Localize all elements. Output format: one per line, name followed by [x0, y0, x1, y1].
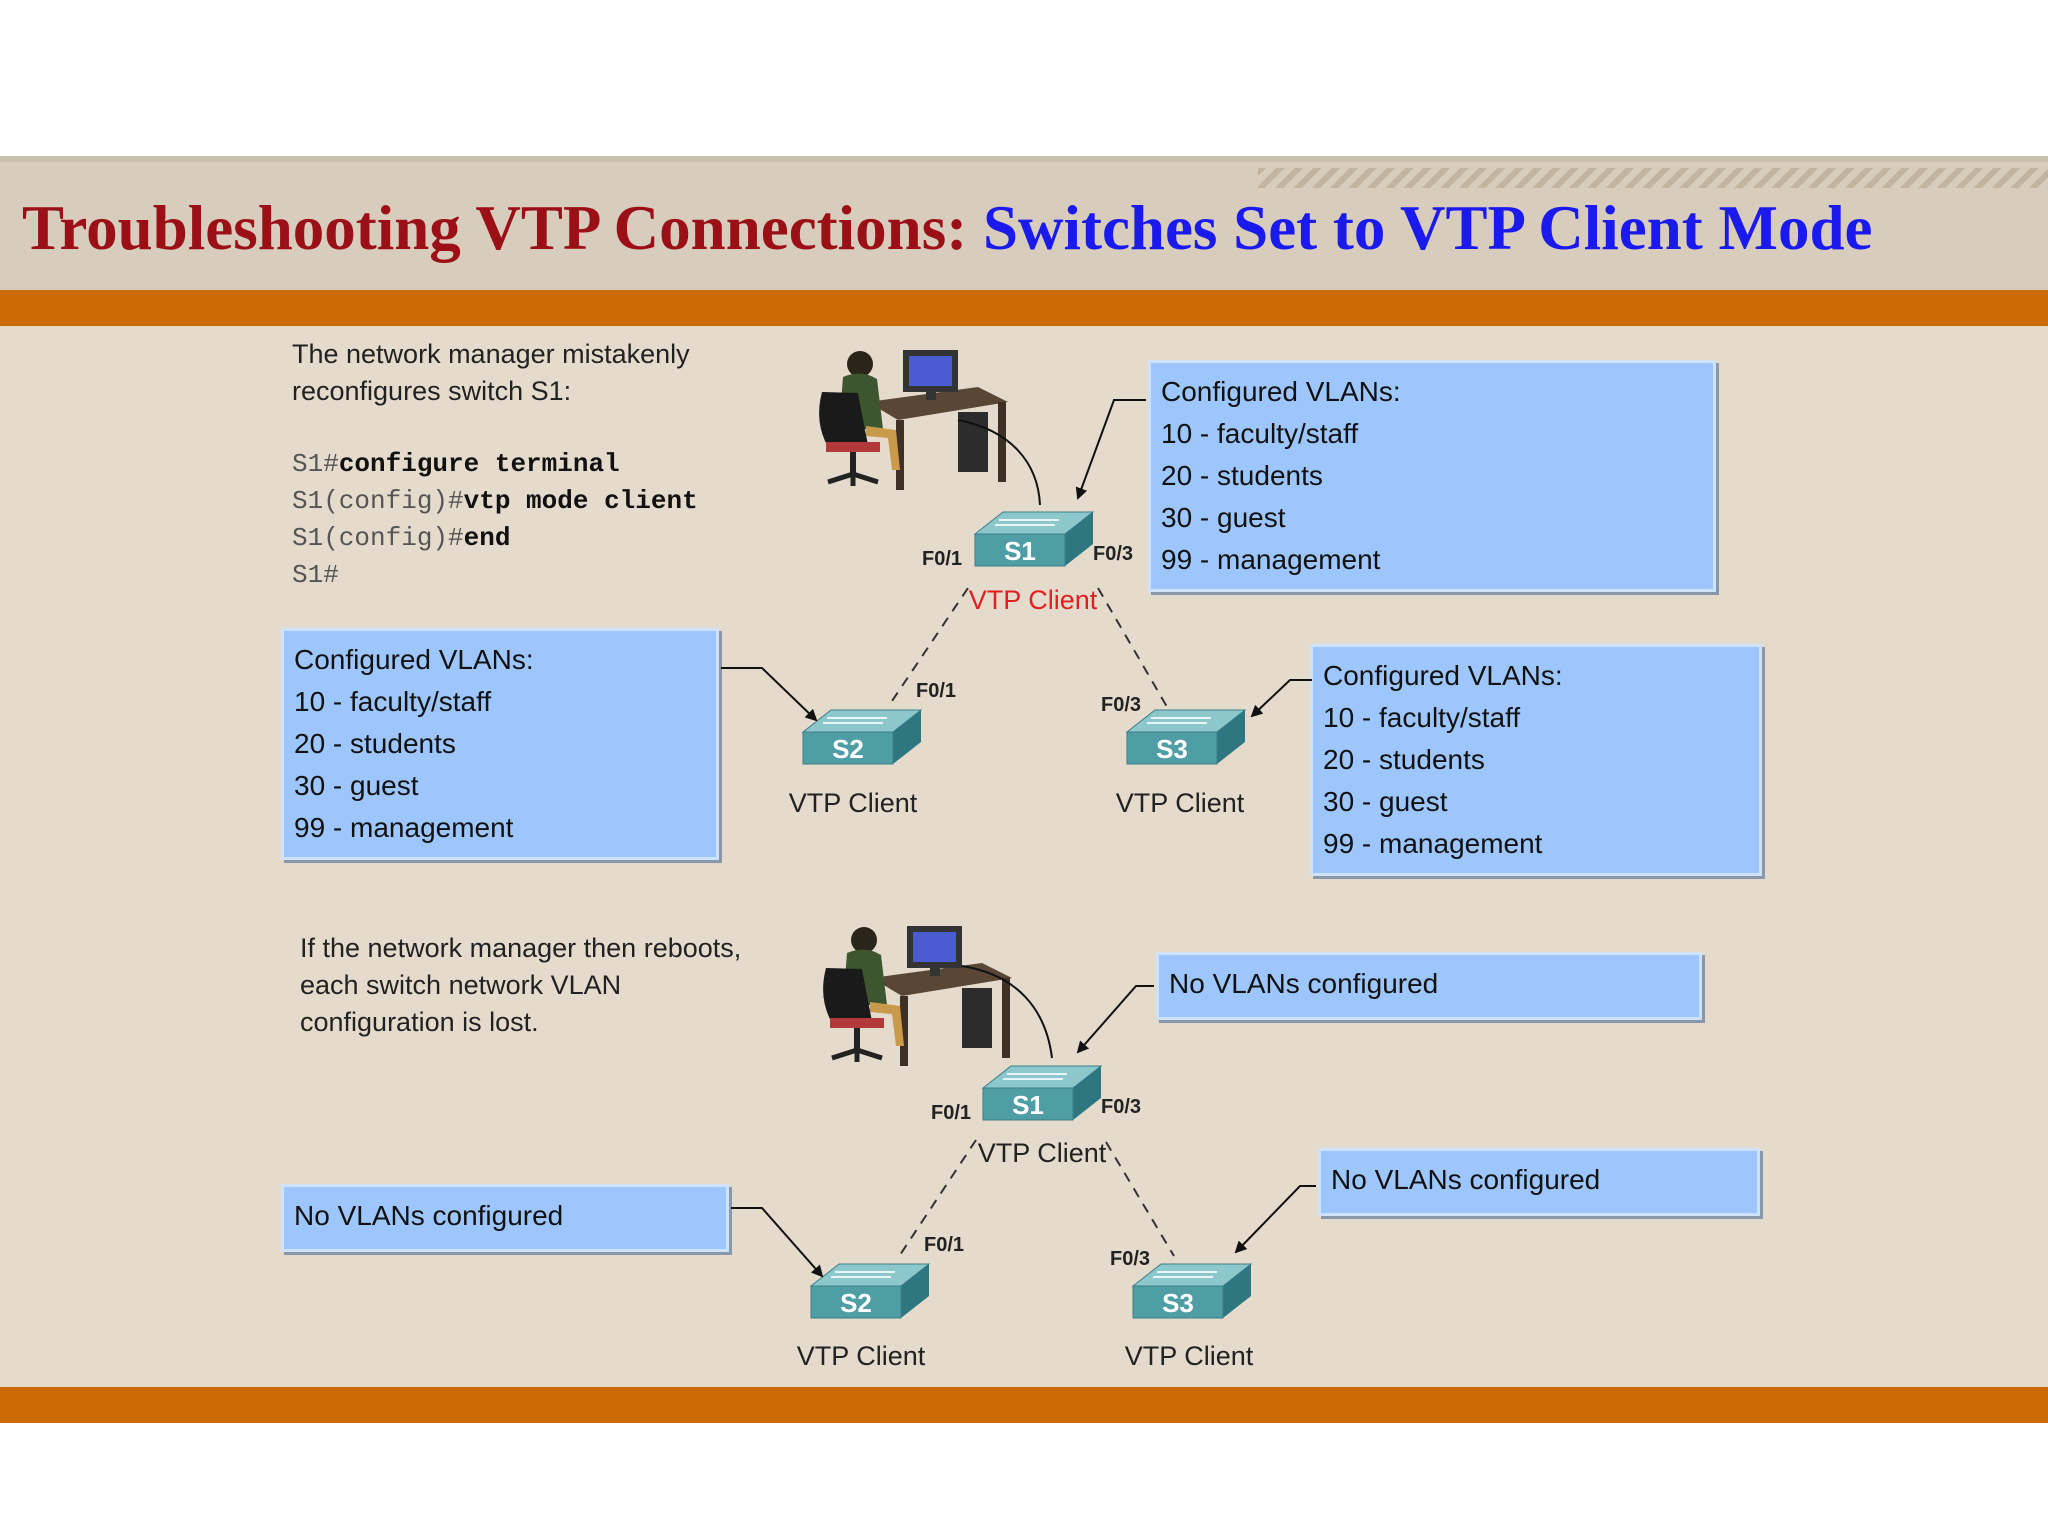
switch-icon: S2 — [810, 1263, 930, 1319]
cli-command: vtp mode client — [463, 486, 698, 516]
switch-icon: S2 — [802, 709, 922, 765]
s2-mode-label: VTP Client — [789, 788, 918, 818]
callout-arrow — [731, 1207, 824, 1278]
cli-prompt: S1(config)# — [292, 523, 464, 553]
vlan-box-s2-top: Configured VLANs: 10 - faculty/staff 20 … — [281, 628, 719, 860]
vlan-line: 20 - students — [1323, 744, 1485, 775]
title-sub: Switches Set to VTP Client Mode — [982, 193, 1873, 263]
top-accent-bar — [0, 290, 2048, 326]
cli-block: S1#configure terminal S1(config)#vtp mod… — [292, 446, 698, 594]
trunk-link — [897, 1139, 977, 1259]
vlan-box-s3-top: Configured VLANs: 10 - faculty/staff 20 … — [1310, 644, 1762, 876]
vlan-line: 10 - faculty/staff — [1323, 702, 1521, 733]
cli-command: end — [463, 523, 511, 553]
switch-label: S2 — [832, 734, 864, 764]
callout-arrow — [1076, 985, 1154, 1054]
cli-command: configure terminal — [338, 449, 620, 479]
bottom-intro-line: each switch network VLAN — [300, 970, 622, 1000]
port-label: F0/1 — [924, 1234, 964, 1256]
port-label: F0/3 — [1093, 543, 1133, 565]
console-cable — [957, 419, 1041, 506]
cli-line: S1(config)#vtp mode client — [292, 483, 698, 520]
switch-icon: S1 — [982, 1065, 1102, 1121]
switch-label: S1 — [1004, 536, 1036, 566]
port-label: F0/1 — [931, 1102, 971, 1124]
top-intro-line: reconfigures switch S1: — [292, 376, 572, 406]
port-label: F0/3 — [1101, 694, 1141, 716]
s3-mode-label: VTP Client — [1125, 1341, 1254, 1371]
port-label: F0/3 — [1110, 1248, 1150, 1270]
no-vlan-box-s1: No VLANs configured — [1156, 952, 1702, 1020]
vlan-line: 10 - faculty/staff — [294, 686, 492, 717]
s3-mode-label: VTP Client — [1116, 788, 1245, 818]
callout-arrow — [721, 667, 818, 722]
cli-line: S1# — [292, 557, 698, 594]
trunk-link — [1097, 587, 1171, 713]
slide-title: Troubleshooting VTP Connections: Switche… — [22, 188, 1872, 268]
vlan-line: 99 - management — [294, 812, 514, 843]
vlan-line: 20 - students — [294, 728, 456, 759]
cli-prompt: S1(config)# — [292, 486, 464, 516]
no-vlan-label: No VLANs configured — [1169, 968, 1439, 999]
port-label: F0/1 — [922, 548, 962, 570]
title-main: Troubleshooting VTP Connections: — [22, 193, 968, 263]
s1-mode-label: VTP Client — [969, 585, 1098, 615]
workstation-icon-top — [819, 350, 1008, 490]
vlan-line: Configured VLANs: — [294, 644, 534, 675]
no-vlan-label: No VLANs configured — [1331, 1164, 1601, 1195]
cli-prompt: S1# — [292, 560, 339, 590]
no-vlan-box-s2: No VLANs configured — [281, 1184, 729, 1252]
vlan-line: 10 - faculty/staff — [1161, 418, 1359, 449]
port-label: F0/1 — [916, 680, 956, 702]
header-hatch — [1258, 168, 2048, 188]
switch-icon: S3 — [1132, 1263, 1252, 1319]
vlan-line: 30 - guest — [294, 770, 419, 801]
bottom-intro-line: If the network manager then reboots, — [300, 933, 742, 963]
top-intro: The network manager mistakenly reconfigu… — [292, 336, 690, 410]
port-label: F0/3 — [1101, 1096, 1141, 1118]
no-vlan-box-s3: No VLANs configured — [1318, 1148, 1760, 1216]
switch-icon: S3 — [1126, 709, 1246, 765]
vlan-line: 30 - guest — [1323, 786, 1448, 817]
switch-label: S3 — [1162, 1288, 1194, 1318]
callout-arrow — [1075, 399, 1146, 500]
s1-mode-label: VTP Client — [978, 1138, 1107, 1168]
switch-icon: S1 — [974, 511, 1094, 567]
cli-line: S1#configure terminal — [292, 446, 698, 483]
vlan-line: 30 - guest — [1161, 502, 1286, 533]
trunk-link — [1105, 1141, 1175, 1257]
header-line — [0, 156, 2048, 162]
top-intro-line: The network manager mistakenly — [292, 339, 690, 369]
workstation-icon-bottom — [823, 926, 1012, 1066]
switch-label: S3 — [1156, 734, 1188, 764]
bottom-accent-bar — [0, 1387, 2048, 1423]
vlan-line: 20 - students — [1161, 460, 1323, 491]
vlan-line: Configured VLANs: — [1161, 376, 1401, 407]
vlan-line: 99 - management — [1161, 544, 1381, 575]
trunk-link — [889, 587, 969, 705]
cli-line: S1(config)#end — [292, 520, 698, 557]
callout-arrow — [1234, 1185, 1316, 1254]
cli-prompt: S1# — [292, 449, 339, 479]
switch-label: S1 — [1012, 1090, 1044, 1120]
bottom-intro-line: configuration is lost. — [300, 1007, 539, 1037]
bottom-intro: If the network manager then reboots, eac… — [300, 930, 741, 1041]
vlan-line: Configured VLANs: — [1323, 660, 1563, 691]
no-vlan-label: No VLANs configured — [294, 1200, 564, 1231]
callout-arrow — [1250, 679, 1312, 718]
console-cable — [961, 965, 1053, 1059]
s2-mode-label: VTP Client — [797, 1341, 926, 1371]
vlan-box-s1-top: Configured VLANs: 10 - faculty/staff 20 … — [1148, 360, 1716, 592]
switch-label: S2 — [840, 1288, 872, 1318]
vlan-line: 99 - management — [1323, 828, 1543, 859]
